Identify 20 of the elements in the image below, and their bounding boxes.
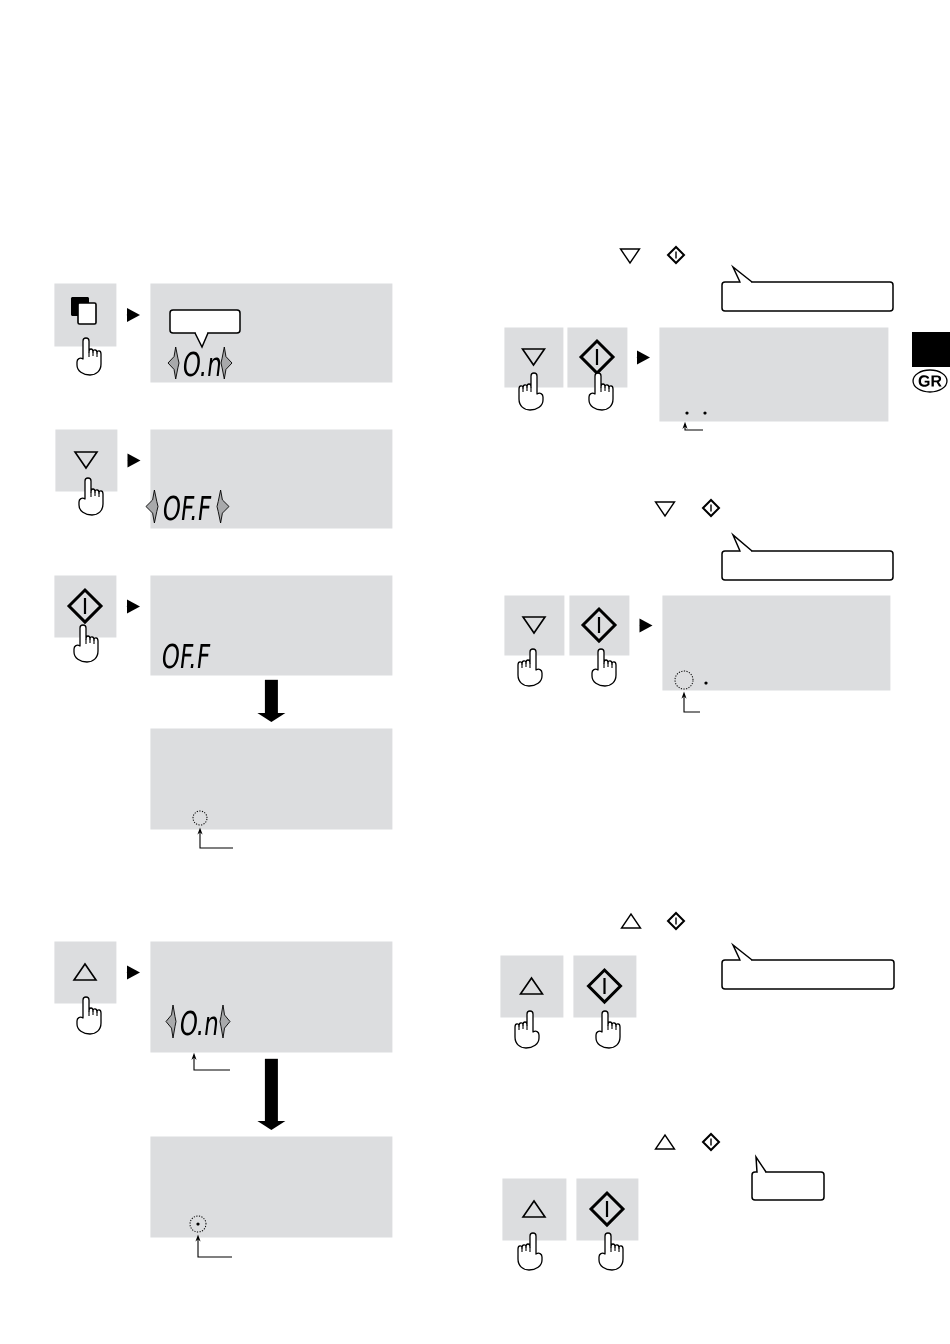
- display-panel: OF.F: [150, 429, 393, 529]
- display-panel: O.n: [150, 941, 393, 1053]
- arrow: [126, 965, 140, 980]
- display-panel: [150, 728, 393, 830]
- dotted-circle: [674, 670, 694, 690]
- dotted-circle: [189, 1215, 207, 1233]
- arrow: [126, 307, 140, 322]
- display-panel: OF.F: [150, 575, 393, 676]
- language-badge: GR: [912, 369, 948, 393]
- block-arrow: [257, 1058, 286, 1130]
- display-panel: [150, 1136, 393, 1238]
- block-arrow: [257, 679, 286, 722]
- arrow: [636, 350, 650, 365]
- display-panel: [662, 595, 891, 691]
- arrow: [126, 599, 140, 614]
- dotted-circle: [192, 810, 208, 826]
- display-panel: [659, 327, 889, 422]
- arrow: [638, 618, 653, 633]
- display-panel: O.n: [150, 283, 393, 383]
- arrow: [126, 453, 141, 468]
